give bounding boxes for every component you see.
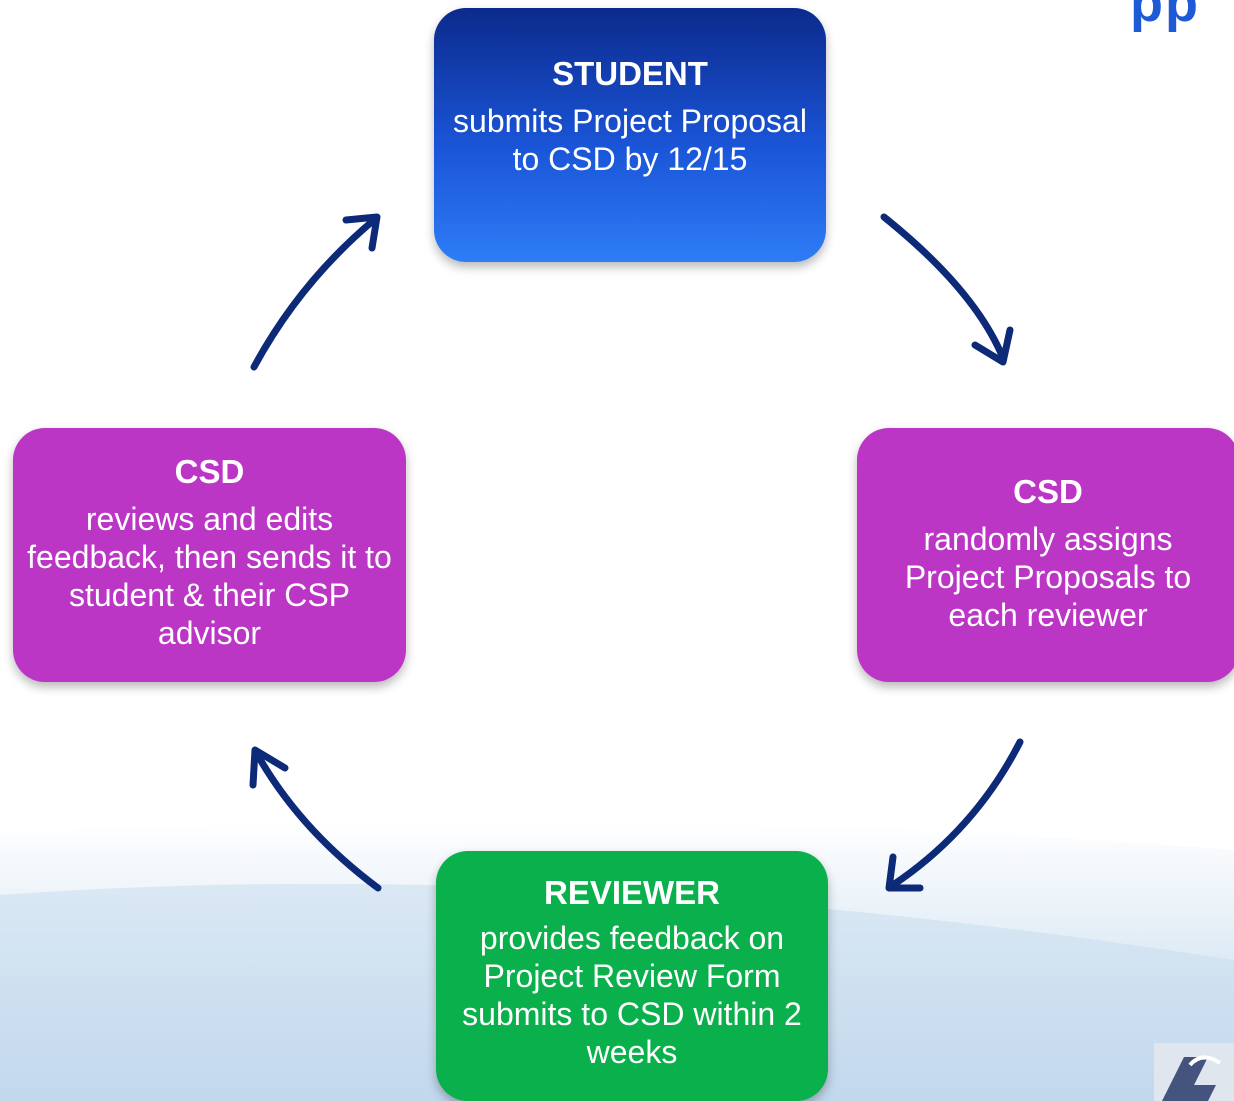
node-reviewer-title: REVIEWER (543, 874, 721, 911)
arrow-reviewer-to-csd-left (249, 746, 382, 892)
node-student-title: STUDENT (552, 55, 708, 92)
institution-logo (1154, 1043, 1234, 1101)
arrow-csd-left-to-student (250, 213, 381, 371)
node-csd-assign-title: CSD (1013, 473, 1083, 510)
node-csd-assign-body: randomly assigns Project Proposals to ea… (904, 521, 1192, 633)
slide-heading-fragment: pp (1130, 0, 1200, 33)
node-csd-review-body: reviews and edits feedback, then sends i… (27, 501, 392, 651)
arrow-csd-right-to-reviewer (885, 738, 1024, 892)
node-student-body: submits Project Proposal to CSD by 12/15 (453, 103, 807, 177)
node-student: STUDENT submits Project Proposal to CSD … (434, 8, 826, 262)
node-reviewer-body: provides feedback on Project Review Form… (462, 920, 802, 1070)
node-csd-review-title: CSD (174, 453, 245, 490)
node-csd-review: CSD reviews and edits feedback, then sen… (13, 428, 406, 682)
node-reviewer: REVIEWER provides feedback on Project Re… (436, 851, 828, 1101)
arrow-student-to-csd-right (880, 213, 1014, 366)
node-csd-assign: CSD randomly assigns Project Proposals t… (857, 428, 1234, 682)
